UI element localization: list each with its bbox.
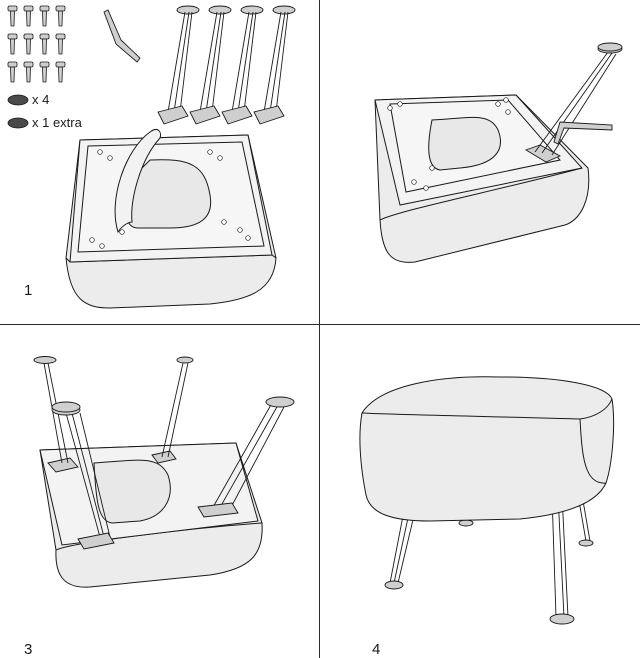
hairpin-leg-icon <box>253 5 296 125</box>
hairpin-leg-icon <box>33 356 79 473</box>
step-4-illustration <box>359 376 615 625</box>
screw-icon <box>7 33 18 55</box>
screw-icon <box>23 33 34 55</box>
step-3-number: 3 <box>24 641 33 658</box>
screw-icon <box>39 61 50 83</box>
pads-quantity-label: x 4 <box>32 92 50 107</box>
vertical-divider <box>319 0 320 658</box>
hairpin-legs-group <box>157 5 296 125</box>
step-4-panel: 4 <box>320 325 640 658</box>
cushion-upright <box>359 376 615 522</box>
cushion-upside-down <box>65 129 277 309</box>
hairpin-leg-icon <box>577 494 594 547</box>
hairpin-leg-icon <box>549 494 575 625</box>
hex-key-icon <box>553 121 613 145</box>
horizontal-divider <box>0 324 640 325</box>
step-4-number: 4 <box>372 641 381 658</box>
step-1-illustration <box>7 5 296 309</box>
hairpin-leg-icon <box>189 5 232 125</box>
step-3-illustration <box>33 356 295 588</box>
hairpin-leg-icon <box>151 356 194 464</box>
screw-icon <box>55 61 66 83</box>
hex-key-icon <box>103 9 141 63</box>
extra-pad-quantity-label: x 1 extra <box>32 115 82 130</box>
felt-pad-icon <box>7 117 29 129</box>
step-3-panel: 3 <box>0 325 319 658</box>
hairpin-leg-icon <box>524 42 623 163</box>
screw-icon <box>55 5 66 27</box>
screw-icon <box>39 5 50 27</box>
screw-icon <box>7 5 18 27</box>
hairpin-leg-icon <box>157 5 200 125</box>
hairpin-leg-icon <box>197 396 295 518</box>
step-1-number: 1 <box>24 282 33 299</box>
step-2-panel <box>320 0 640 324</box>
step-2-illustration <box>374 42 623 263</box>
screw-icon <box>55 33 66 55</box>
screws-group <box>7 5 66 83</box>
screw-icon <box>23 5 34 27</box>
screw-icon <box>23 61 34 83</box>
step-1-panel: x 4 x 1 extra 1 <box>0 0 319 324</box>
screw-icon <box>39 33 50 55</box>
screw-icon <box>7 61 18 83</box>
hairpin-leg-icon <box>221 5 264 125</box>
hairpin-leg-icon <box>51 401 115 550</box>
felt-pad-icon <box>7 94 29 106</box>
